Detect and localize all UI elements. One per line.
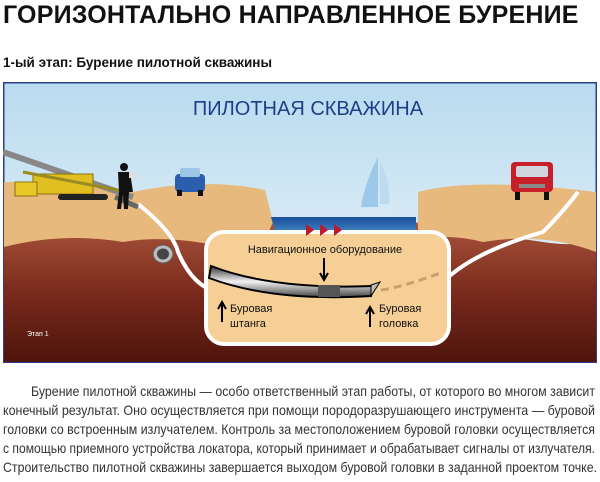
bore-path-exit <box>441 190 580 284</box>
nav-equipment-label: Навигационное оборудование <box>248 244 402 256</box>
paragraph-line: Строительство пилотной скважины завершае… <box>3 459 597 475</box>
blue-car <box>175 168 205 196</box>
stage-subtitle: 1-ый этап: Бурение пилотной скважины <box>3 55 272 70</box>
paragraph-line: конечный результат. Оно осуществляется п… <box>3 402 595 418</box>
arrow-up-icon <box>365 304 375 327</box>
description-paragraph: Бурение пилотной скважины — особо ответс… <box>3 383 597 475</box>
operator-figure <box>117 163 137 209</box>
sailboat <box>355 157 395 215</box>
arrow-down-icon <box>319 258 329 283</box>
arrow-up-icon <box>217 299 227 322</box>
sand-right <box>418 184 596 252</box>
drill-head <box>370 281 382 298</box>
pilot-well-illustration: ПИЛОТНАЯ СКВАЖИНА <box>3 82 597 363</box>
pipe <box>152 244 174 264</box>
stage-label: Этап 1 <box>27 331 49 338</box>
illustration-title: ПИЛОТНАЯ СКВАЖИНА <box>193 98 424 120</box>
page-title: ГОРИЗОНТАЛЬНО НАПРАВЛЕННОЕ БУРЕНИЕ <box>3 1 579 29</box>
bore-path <box>136 202 219 294</box>
paragraph-line: головки со встроенным излучателем. Контр… <box>3 421 595 437</box>
paragraph-line: с помощью приемного устройства локатора,… <box>3 440 595 456</box>
red-truck <box>511 162 553 200</box>
direction-arrows-icon <box>306 224 342 236</box>
sand-left <box>4 182 273 257</box>
paragraph-line: Бурение пилотной скважины — особо ответс… <box>31 383 596 399</box>
